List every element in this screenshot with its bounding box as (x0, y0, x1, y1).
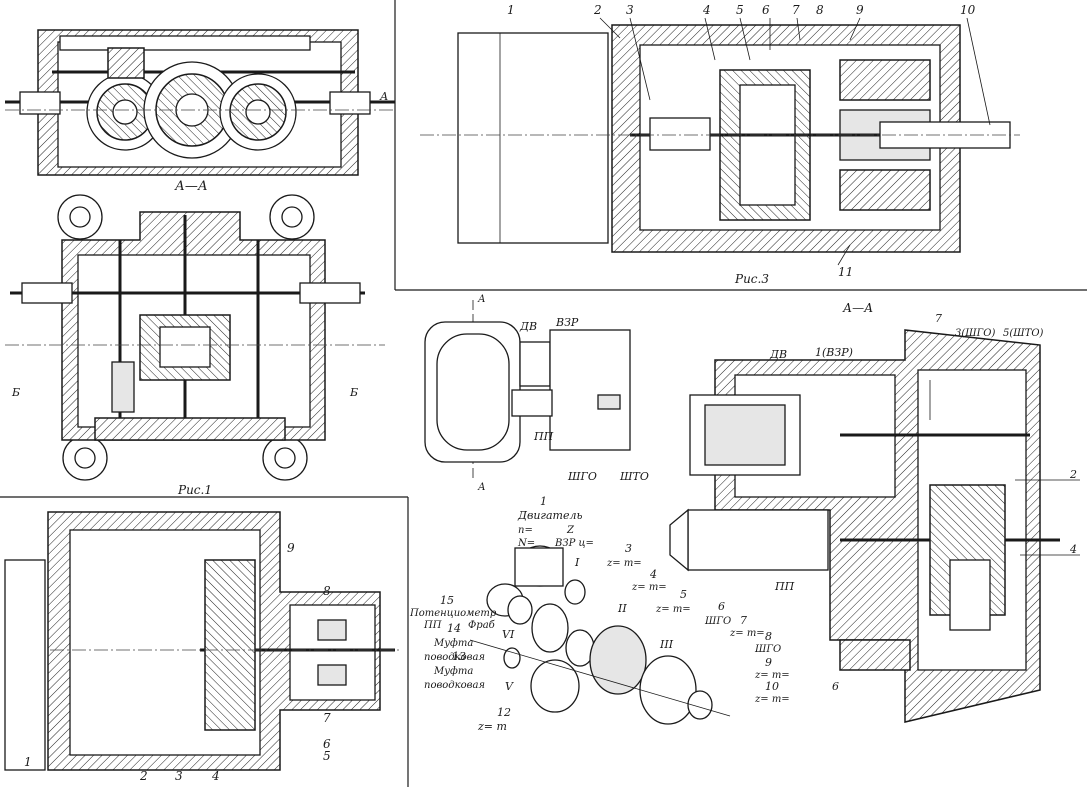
fig1-arrow-b-left: Б (11, 386, 20, 399)
kin-z4: z= m= (631, 582, 667, 593)
kin-z10: z= m= (754, 694, 790, 705)
assembly-label-pp: ПП (774, 580, 795, 593)
assembly-label-2: 2 (1069, 468, 1077, 481)
fig3-label-9: 9 (856, 3, 864, 17)
assembly-label-6: 6 (832, 680, 839, 693)
outline-pp: ПП (533, 430, 554, 443)
bl-label-5: 5 (323, 749, 331, 763)
outline-dv: ДВ (519, 320, 537, 333)
kin-coupling14: Муфта (433, 638, 473, 649)
fig1-arrow-a: А (379, 90, 388, 103)
kinematic-diagram: 1 Двигатель n= Z N= ВЗР ц= 3 z= m= 4 z= … (409, 495, 790, 733)
kin-roman-5: V (505, 680, 514, 693)
bl-label-2: 2 (139, 769, 148, 783)
fig3-label-11: 11 (838, 265, 853, 279)
fig3-label-5: 5 (736, 3, 744, 17)
fig3-label-7: 7 (792, 3, 800, 17)
kin-roman-2: II (617, 602, 627, 615)
assembly-label-vzr: 1(ВЗР) (815, 346, 853, 359)
kin-vzr: ВЗР ц= (554, 538, 594, 549)
kin-vzr-z: Z (566, 525, 575, 536)
fig3-caption: Рис.3 (734, 272, 769, 286)
kin-roman-1: I (574, 556, 580, 569)
bl-label-3: 3 (175, 769, 183, 783)
bl-label-6: 6 (323, 737, 331, 751)
kin-z7: z= m= (729, 628, 765, 639)
kin-n15: 15 (440, 594, 454, 607)
kin-n10: 10 (765, 680, 779, 693)
assembly-label-4: 4 (1069, 543, 1077, 556)
fig1-caption: Рис.1 (177, 483, 212, 497)
kin-pot: Потенциометр (409, 608, 497, 619)
assembly-label-shto: 5(ШТО) (1003, 328, 1044, 339)
kin-roman-6: VI (502, 628, 515, 641)
bl-label-8: 8 (323, 584, 331, 598)
kin-n8: 8 (765, 630, 772, 643)
kin-n14: 14 (447, 622, 461, 635)
kin-N: N= (517, 538, 535, 549)
kin-pot-frab: Фраб (468, 620, 496, 631)
outline-shgo: ШГО (567, 470, 597, 483)
kin-pot-pp: ПП (423, 620, 442, 631)
assembly-section: А—А ДВ 1(ВЗР) 7 3(ШГО) 5(ШТО) 2 4 6 ПП (669, 301, 1080, 723)
fig3-label-6: 6 (762, 3, 770, 17)
outline-shto: ШТО (619, 470, 649, 483)
kin-n7: 7 (740, 614, 747, 627)
fig3-label-8: 8 (816, 3, 824, 17)
assembly-label-7: 7 (935, 312, 942, 325)
kin-roman-3: III (659, 638, 674, 651)
bl-label-4: 4 (211, 769, 220, 783)
fig3-label-3: 3 (626, 3, 634, 17)
kin-n12: 12 (497, 706, 511, 719)
kin-n13: 13 (452, 650, 466, 663)
fig1-arrow-b-right: Б (349, 386, 358, 399)
kin-coupling13b: поводковая (424, 680, 485, 691)
kin-n1: 1 (540, 495, 547, 508)
kin-n: n= (518, 525, 533, 536)
kin-shgo1: ШГО (704, 616, 731, 627)
kin-z3: z= m= (606, 558, 642, 569)
kin-z12: z= m (477, 720, 507, 733)
assembly-label-shgo: 3(ШГО) (955, 328, 995, 339)
fig3-label-1: 1 (507, 3, 515, 17)
bl-label-1: 1 (24, 755, 32, 769)
outline-view: А А ДВ ВЗР ПП ШГО ШТО (424, 294, 649, 493)
fig3-actuator-section: 1 2 3 4 5 6 7 8 9 10 11 Рис.3 (420, 3, 1020, 286)
bottom-left-section: 1 2 3 4 5 6 7 8 9 (4, 511, 400, 783)
kin-n6: 6 (718, 600, 725, 613)
kin-coupling13: Муфта (433, 666, 473, 677)
fig1-gearbox-plan-view: Б Б Рис.1 (5, 194, 385, 497)
kin-n4: 4 (649, 568, 657, 581)
kin-coupling14b: поводковая (424, 652, 485, 663)
bl-label-7: 7 (323, 711, 331, 725)
kin-z9: z= m= (754, 670, 790, 681)
fig3-label-10: 10 (960, 3, 976, 17)
kin-motor: Двигатель (517, 509, 582, 522)
fig1-gearbox-top-view: А—А А (5, 29, 395, 194)
kin-n5: 5 (680, 588, 687, 601)
outline-arrow-a-bottom: А (477, 482, 486, 493)
bl-label-9: 9 (287, 541, 295, 555)
fig3-label-4: 4 (702, 3, 711, 17)
kin-n9: 9 (765, 656, 772, 669)
assembly-section-title: А—А (842, 301, 873, 315)
outline-vzr: ВЗР (555, 316, 579, 329)
outline-arrow-a-top: А (477, 294, 486, 305)
kin-shgo2: ШГО (754, 644, 781, 655)
kin-n3: 3 (625, 542, 632, 555)
fig1-section-aa: А—А (174, 179, 208, 194)
fig3-label-2: 2 (593, 3, 602, 17)
assembly-label-dv: ДВ (769, 348, 787, 361)
kin-z5: z= m= (655, 604, 691, 615)
